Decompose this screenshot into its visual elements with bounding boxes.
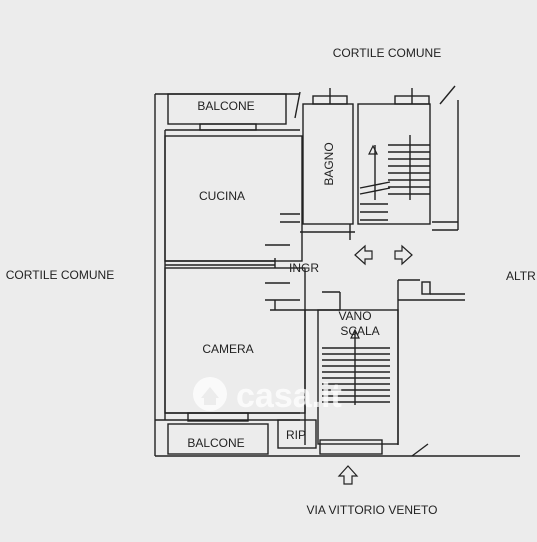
label-ingr: INGR [289, 261, 319, 275]
label-cortile-left: CORTILE COMUNE [6, 268, 114, 282]
label-street: VIA VITTORIO VENETO [307, 503, 438, 517]
arrow-right-icon [394, 244, 413, 266]
label-altri: ALTR [506, 269, 536, 283]
stair-arrow-top-icon [368, 144, 378, 155]
arrow-up-icon [337, 465, 359, 485]
arrows [337, 144, 413, 485]
label-cucina: CUCINA [199, 189, 245, 203]
label-cortile-top: CORTILE COMUNE [333, 46, 441, 60]
label-vano: VANO [338, 309, 371, 323]
label-rip: RIP [286, 428, 306, 442]
watermark-text: casa.it [236, 377, 342, 415]
label-balcone-bottom: BALCONE [187, 436, 244, 450]
label-bagno: BAGNO [322, 142, 336, 185]
label-scala: SCALA [340, 324, 379, 338]
label-balcone-top: BALCONE [197, 99, 254, 113]
arrow-left-icon [354, 244, 373, 266]
stair-arrow-bottom-icon [350, 328, 360, 339]
watermark: casa.it [193, 377, 342, 415]
label-camera: CAMERA [202, 342, 253, 356]
walls [154, 85, 520, 457]
house-logo-icon [193, 377, 227, 411]
